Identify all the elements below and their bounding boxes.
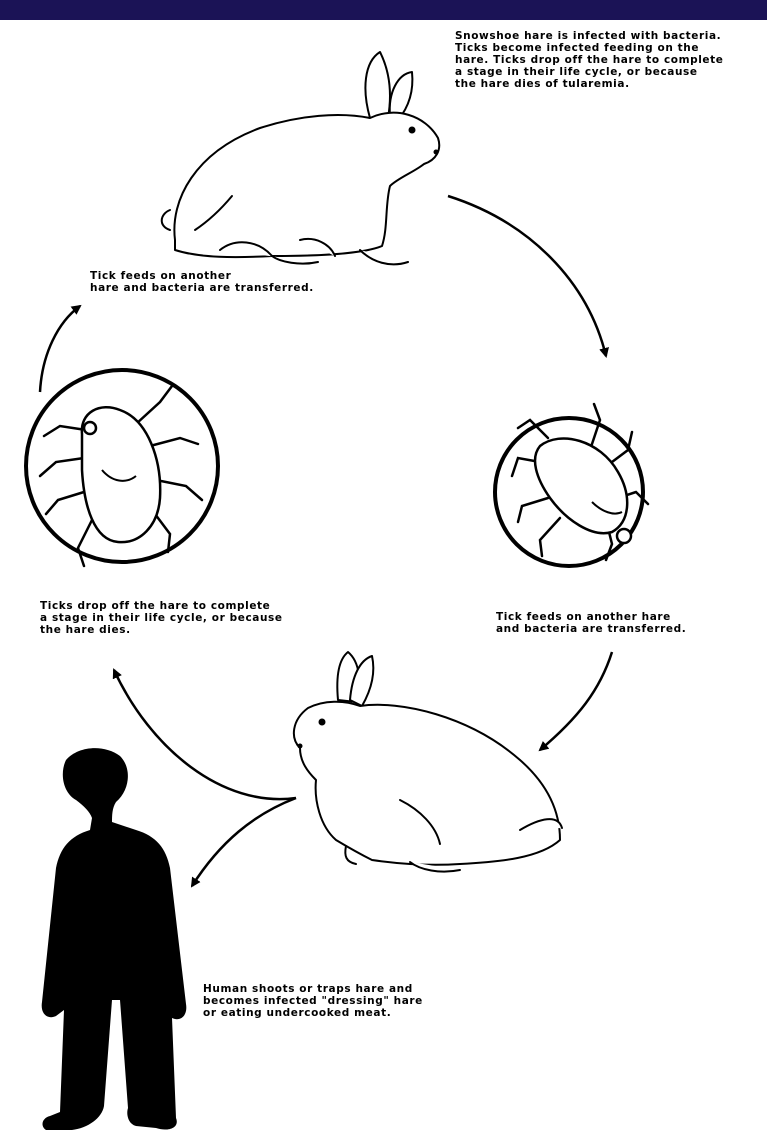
arrow-right-to-bottom: [540, 652, 612, 750]
caption-tick-feeds-left: Tick feeds on another hare and bacteria …: [90, 270, 314, 294]
arrow-bottom-to-left: [114, 670, 296, 799]
arrow-bottom-to-human: [192, 798, 296, 886]
arrow-left-to-top: [40, 306, 80, 392]
arrow-top-to-right: [448, 196, 606, 356]
caption-human-infected: Human shoots or traps hare and becomes i…: [203, 983, 423, 1019]
top-hare-icon: [162, 52, 440, 264]
caption-tick-feeds-right: Tick feeds on another hare and bacteria …: [496, 611, 686, 635]
human-silhouette-icon: [42, 748, 187, 1130]
caption-ticks-drop: Ticks drop off the hare to complete a st…: [40, 600, 283, 636]
left-tick-icon: [26, 370, 218, 566]
right-tick-icon: [495, 404, 648, 566]
bottom-hare-icon: [294, 652, 562, 872]
caption-hare-infected: Snowshoe hare is infected with bacteria.…: [455, 30, 724, 90]
